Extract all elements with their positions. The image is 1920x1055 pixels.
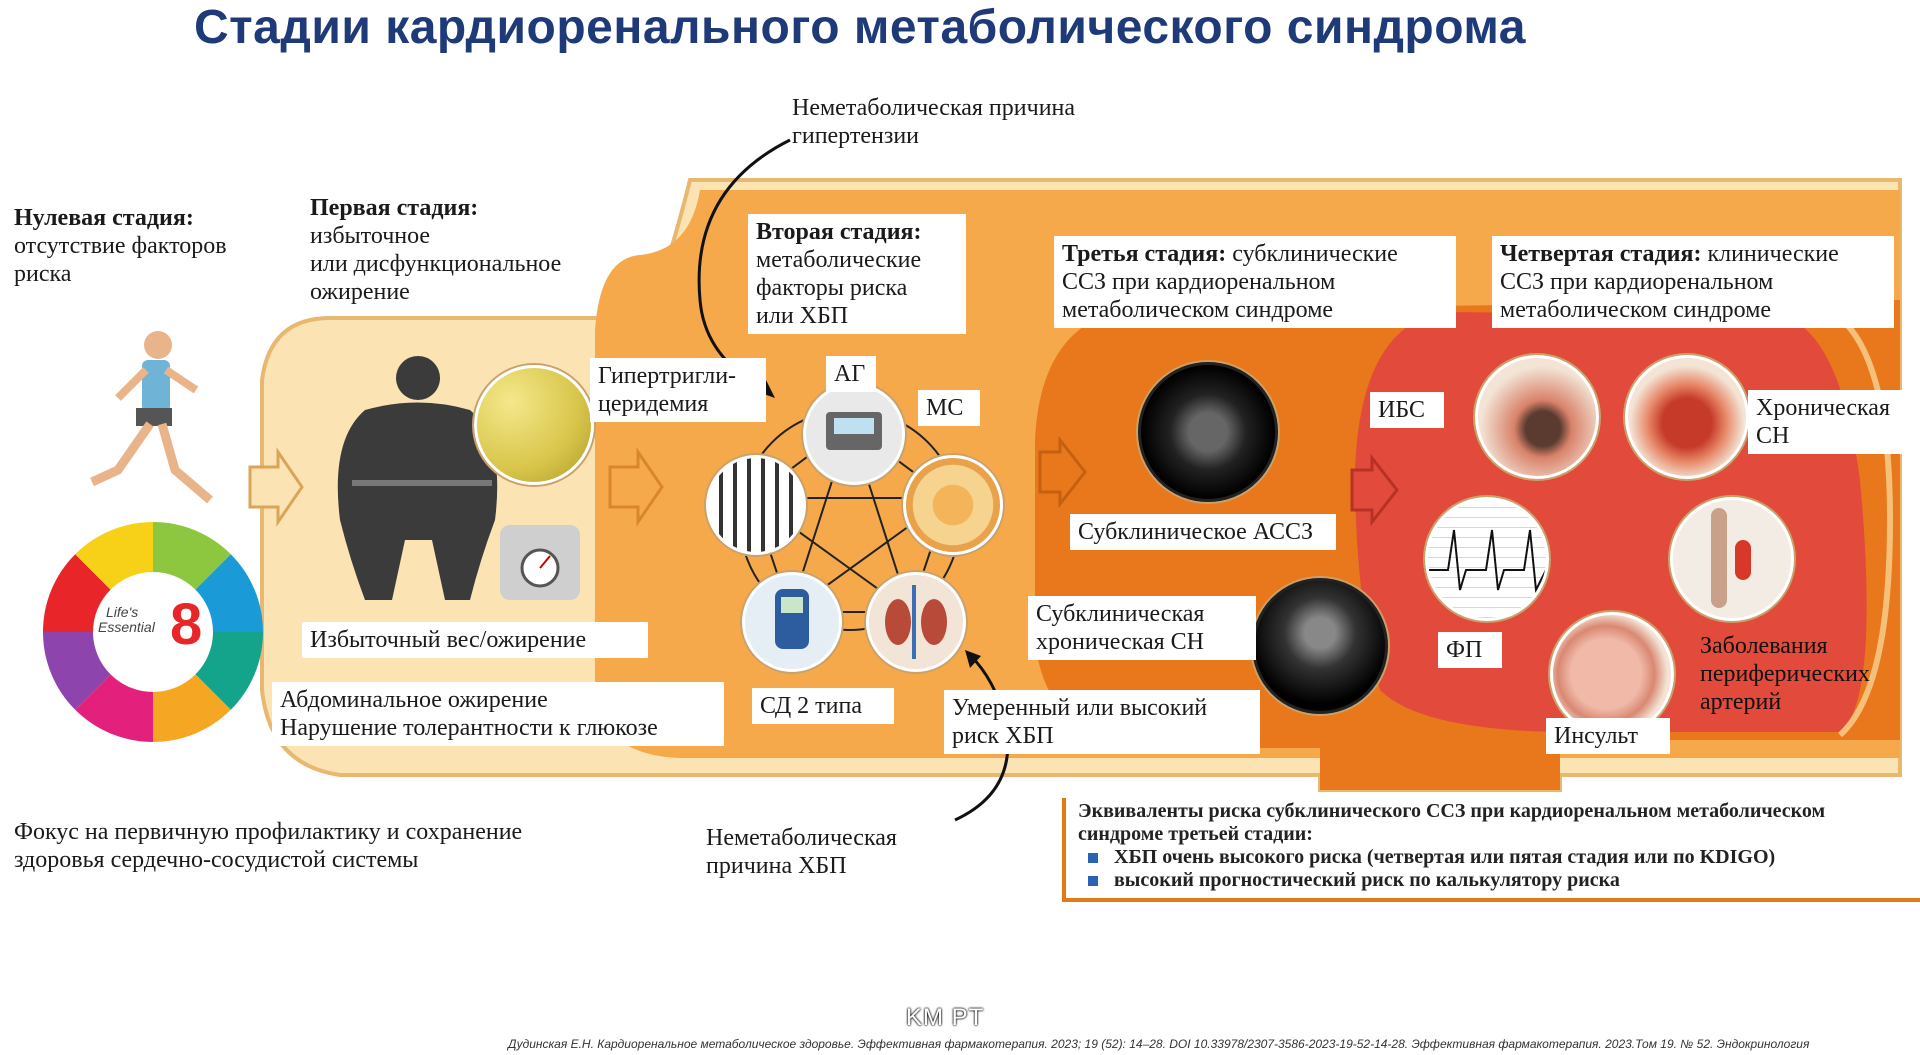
stage1-bottom: Абдоминальное ожирение Нарушение толеран… xyxy=(272,682,724,746)
les8-number: 8 xyxy=(170,592,203,657)
pad-label: Заболевания периферических артерий xyxy=(1700,632,1870,716)
peripheral-artery-icon xyxy=(1670,497,1794,621)
runner-figure xyxy=(90,331,213,504)
footer-left-line2: здоровья сердечно-сосудистой системы xyxy=(14,847,419,873)
equivalents-line1: Эквиваленты риска субклинического ССЗ пр… xyxy=(1078,800,1826,822)
arrow-1-2 xyxy=(608,447,664,527)
stage0-title: Нулевая стадия: xyxy=(14,205,194,231)
subclinical-hf-line1: Субклиническая xyxy=(1036,601,1205,627)
source-citation: Дудинская Е.Н. Кардиоренальное метаболич… xyxy=(508,1037,1810,1051)
ckd-risk-label: Умеренный или высокий риск ХБП xyxy=(944,690,1260,754)
equivalents-box: Эквиваленты риска субклинического ССЗ пр… xyxy=(1062,798,1920,902)
footer-bottom-line1: Неметаболическая xyxy=(706,825,897,851)
hypertriglyceridemia-label: Гипертригли- церидемия xyxy=(590,358,766,422)
bullet-icon xyxy=(1088,853,1098,863)
stage0-heading: Нулевая стадия: отсутствие факторов риск… xyxy=(14,204,227,288)
stage3-title-rest: субклинические xyxy=(1226,241,1398,267)
stroke-label: Инсульт xyxy=(1546,718,1670,754)
echocardiogram-icon xyxy=(1252,578,1388,714)
bullet-icon xyxy=(1088,876,1098,886)
footer-bottom-line2: причина ХБП xyxy=(706,853,847,879)
footer-left: Фокус на первичную профилактику и сохран… xyxy=(14,818,522,874)
equivalents-line2: синдроме третьей стадии: xyxy=(1078,823,1313,845)
subclinical-hf-line2: хроническая СН xyxy=(1036,629,1204,655)
stage1-title: Первая стадия: xyxy=(310,195,479,221)
stage2-line1: метаболические xyxy=(756,247,922,273)
top-note-line2: гипертензии xyxy=(792,123,920,149)
stage4-title-rest: клинические xyxy=(1701,241,1839,267)
scale-icon xyxy=(500,525,580,600)
equivalents-item: ХБП очень высокого риска (четвертая или … xyxy=(1078,846,1908,869)
ecg-icon xyxy=(1425,497,1549,621)
ag-label: АГ xyxy=(826,356,876,392)
stage3-line2: метаболическом синдроме xyxy=(1062,297,1334,323)
equivalents-item-text: ХБП очень высокого риска (четвертая или … xyxy=(1114,846,1776,868)
dna-lipid-icon xyxy=(706,455,806,555)
ibs-label: ИБС xyxy=(1370,392,1444,428)
footer-bottom: Неметаболическая причина ХБП xyxy=(706,824,897,880)
coronary-ct-icon xyxy=(1138,362,1278,502)
les8-label: Life's Essential xyxy=(98,605,208,635)
ckd-risk-line2: риск ХБП xyxy=(952,723,1054,749)
les8-line2: Essential xyxy=(98,619,155,635)
obese-silhouette xyxy=(337,356,498,600)
les8-wheel xyxy=(43,522,263,742)
stage1-line3: ожирение xyxy=(310,279,410,305)
stage2-line2: факторы риска xyxy=(756,275,908,301)
stage4-heading: Четвертая стадия: клинические ССЗ при ка… xyxy=(1492,236,1894,328)
heart-ischemia-icon xyxy=(1475,355,1599,479)
stage2-heading: Вторая стадия: метаболические факторы ри… xyxy=(748,214,966,334)
heart-failure-icon xyxy=(1625,355,1749,479)
hypertrig-line2: церидемия xyxy=(598,391,709,417)
stage4-title: Четвертая стадия: xyxy=(1500,241,1702,267)
hypertrig-line1: Гипертригли- xyxy=(598,363,737,389)
stage0-line2: риска xyxy=(14,261,72,287)
stage2-line3: или ХБП xyxy=(756,303,849,329)
top-note-line1: Неметаболическая причина xyxy=(792,95,1076,121)
page-title: Стадии кардиоренального метаболического … xyxy=(194,1,1526,54)
stage4-outer-ring xyxy=(1837,315,1894,738)
equivalents-item-text: высокий прогностический риск по калькуля… xyxy=(1114,869,1620,891)
stage1-heading: Первая стадия: избыточное или дисфункцио… xyxy=(302,190,642,310)
stage4-line2: метаболическом синдроме xyxy=(1500,297,1772,323)
ms-label: МС xyxy=(918,390,980,426)
arrow-3-4 xyxy=(1350,453,1399,527)
les8-line1: Life's xyxy=(106,604,139,620)
pad-line3: артерий xyxy=(1700,689,1782,715)
af-label: ФП xyxy=(1438,632,1502,668)
kidney-icon xyxy=(866,572,966,672)
top-note: Неметаболическая причина гипертензии xyxy=(792,94,1075,150)
chronic-hf-label: Хроническая СН xyxy=(1748,390,1920,454)
equivalents-item: высокий прогностический риск по калькуля… xyxy=(1078,869,1908,892)
stage1-line1: избыточное xyxy=(310,223,431,249)
stage2-title: Вторая стадия: xyxy=(756,219,922,245)
stage4-line1: ССЗ при кардиоренальном xyxy=(1500,269,1774,295)
stage3-heading: Третья стадия: субклинические ССЗ при ка… xyxy=(1054,236,1456,328)
stage3-line1: ССЗ при кардиоренальном xyxy=(1062,269,1336,295)
stage1-line2: или дисфункциональное xyxy=(310,251,562,277)
pad-line2: периферических xyxy=(1700,661,1870,687)
watermark: KM PT xyxy=(906,1004,985,1031)
pad-line1: Заболевания xyxy=(1700,633,1828,659)
ckd-risk-line1: Умеренный или высокий xyxy=(952,695,1208,721)
stage1-bottom-line2: Нарушение толерантности к глюкозе xyxy=(280,715,658,741)
stage0-line1: отсутствие факторов xyxy=(14,233,227,259)
abdomen-ct-icon xyxy=(903,455,1003,555)
glucometer-icon xyxy=(742,572,842,672)
footer-left-line1: Фокус на первичную профилактику и сохран… xyxy=(14,819,523,845)
arrow-2-3 xyxy=(1038,435,1087,509)
stage1-bottom-line1: Абдоминальное ожирение xyxy=(280,687,548,713)
sd2-label: СД 2 типа xyxy=(752,688,894,724)
arrow-0-1 xyxy=(248,447,304,527)
stage1-caption: Избыточный вес/ожирение xyxy=(302,622,648,658)
fat-cells-icon xyxy=(474,365,594,485)
ckd-arrowhead xyxy=(965,650,981,668)
subclinical-ascvd-label: Субклиническое АССЗ xyxy=(1070,514,1336,550)
brain-stroke-icon xyxy=(1550,612,1674,736)
subclinical-hf-label: Субклиническая хроническая СН xyxy=(1028,596,1256,660)
ecg-trace xyxy=(1428,529,1546,594)
stage3-title: Третья стадия: xyxy=(1062,241,1227,267)
blood-pressure-monitor-icon xyxy=(803,383,905,485)
